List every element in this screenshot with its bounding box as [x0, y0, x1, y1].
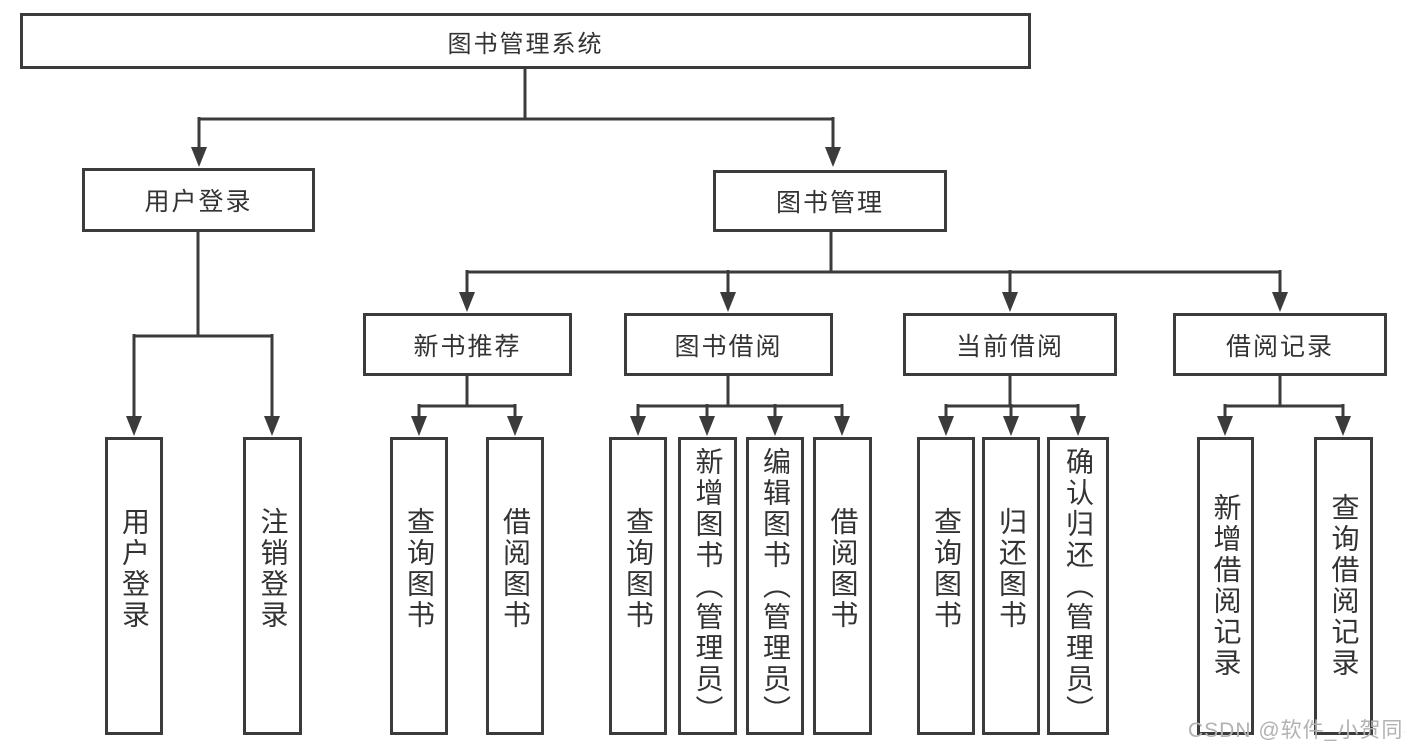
- node-current-borrowing-label: 当前借阅: [955, 332, 1064, 361]
- node-user-login-branch: 用户登录: [82, 168, 315, 232]
- connector-user-login-to-leaves: [126, 232, 280, 436]
- leaf-borrow-books-1-label: 借阅图书: [500, 507, 531, 631]
- leaf-borrow-books-1: 借阅图书: [486, 437, 544, 735]
- connector-book-borrowing-to-leaves: [630, 376, 850, 436]
- node-book-management-branch-label: 图书管理: [775, 189, 884, 217]
- node-current-borrowing: 当前借阅: [903, 313, 1117, 376]
- leaf-edit-books-admin: 编辑图书（管理员）: [746, 437, 804, 735]
- node-book-borrowing-label: 图书借阅: [674, 332, 783, 361]
- leaf-add-books-admin-label: 新增图书（管理员）: [692, 446, 724, 726]
- node-user-login-branch-label: 用户登录: [144, 188, 253, 216]
- leaf-confirm-return-admin: 确认归还（管理员）: [1047, 437, 1109, 735]
- leaf-add-books-admin: 新增图书（管理员）: [678, 437, 737, 735]
- leaf-query-borrow-record-label: 查询借阅记录: [1328, 493, 1360, 679]
- leaf-confirm-return-admin-label: 确认归还（管理员）: [1063, 446, 1094, 726]
- node-borrowing-records-label: 借阅记录: [1225, 332, 1334, 361]
- leaf-add-borrow-record: 新增借阅记录: [1197, 437, 1254, 735]
- csdn-watermark: CSDN @软件_小贺同学: [1188, 719, 1405, 742]
- node-new-book-recommend-label: 新书推荐: [413, 332, 522, 361]
- leaf-user-login: 用户登录: [105, 437, 163, 735]
- connector-book-management-to-level3: [459, 232, 1288, 312]
- leaf-borrow-books-2-label: 借阅图书: [827, 507, 859, 631]
- leaf-query-books-2: 查询图书: [609, 437, 667, 735]
- leaf-return-books: 归还图书: [982, 437, 1040, 735]
- leaf-query-borrow-record: 查询借阅记录: [1314, 437, 1373, 735]
- leaf-edit-books-admin-label: 编辑图书（管理员）: [760, 446, 791, 726]
- connector-new-book-recommend-to-leaves: [411, 376, 523, 436]
- node-borrowing-records: 借阅记录: [1173, 313, 1387, 376]
- node-root-label: 图书管理系统: [447, 30, 604, 58]
- leaf-borrow-books-2: 借阅图书: [813, 437, 872, 735]
- connector-current-borrowing-to-leaves: [938, 376, 1086, 436]
- node-book-borrowing: 图书借阅: [624, 313, 833, 376]
- connector-borrowing-records-to-leaves: [1217, 376, 1351, 436]
- leaf-query-books-1: 查询图书: [390, 437, 448, 735]
- leaf-query-books-2-label: 查询图书: [623, 507, 654, 631]
- leaf-query-books-3: 查询图书: [917, 437, 975, 735]
- node-book-management-branch: 图书管理: [713, 170, 947, 232]
- leaf-query-books-3-label: 查询图书: [931, 507, 962, 631]
- leaf-query-books-1-label: 查询图书: [404, 507, 435, 631]
- leaf-return-books-label: 归还图书: [996, 507, 1027, 631]
- leaf-logout: 注销登录: [243, 437, 302, 735]
- leaf-logout-label: 注销登录: [257, 507, 289, 631]
- connector-root-to-level2: [191, 69, 841, 167]
- node-root-library-management-system: 图书管理系统: [20, 13, 1031, 69]
- leaf-add-borrow-record-label: 新增借阅记录: [1210, 493, 1242, 679]
- leaf-user-login-label: 用户登录: [119, 507, 150, 631]
- node-new-book-recommend: 新书推荐: [363, 313, 572, 376]
